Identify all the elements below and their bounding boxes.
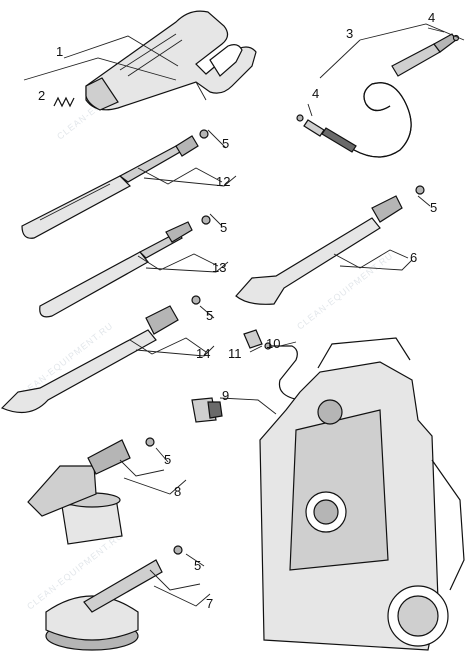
callout-5-wand12: 5 [222,136,229,151]
callout-5-foam: 5 [164,452,171,467]
callout-9: 9 [222,388,229,403]
callout-3: 3 [346,26,353,41]
leader-lines [23,23,465,607]
callout-14: 14 [196,346,210,361]
callout-12: 12 [216,174,230,189]
callout-labels: 1 2 3 4 4 5 5 5 5 5 5 6 7 8 9 10 11 12 1… [38,10,437,611]
callout-4-hose: 4 [312,86,319,101]
spray-wand-13 [39,215,211,318]
high-pressure-hose [296,33,460,158]
callout-5-brush: 5 [194,558,201,573]
callout-11: 11 [228,346,242,361]
spring-part [53,96,75,108]
callout-5-nozzle6: 5 [430,200,437,215]
pressure-washer-unit [259,337,465,651]
callout-5-nozzle14: 5 [206,308,213,323]
spray-wand-12 [21,129,209,239]
callout-5-wand13: 5 [220,220,227,235]
callout-13: 13 [212,260,226,275]
callout-4-top: 4 [428,10,435,25]
callout-8: 8 [174,484,181,499]
callout-6: 6 [410,250,417,265]
spray-nozzle-6 [235,185,425,305]
trigger-gun [85,10,257,111]
callout-10: 10 [266,336,280,351]
foam-nozzle-8 [27,437,155,545]
spray-nozzle-14 [0,295,201,414]
adapter-9 [191,397,223,423]
callout-7: 7 [206,596,213,611]
callout-2: 2 [38,88,45,103]
inlet-hose-10 [243,329,301,401]
rotating-brush-7 [45,545,183,651]
callout-1: 1 [56,44,63,59]
